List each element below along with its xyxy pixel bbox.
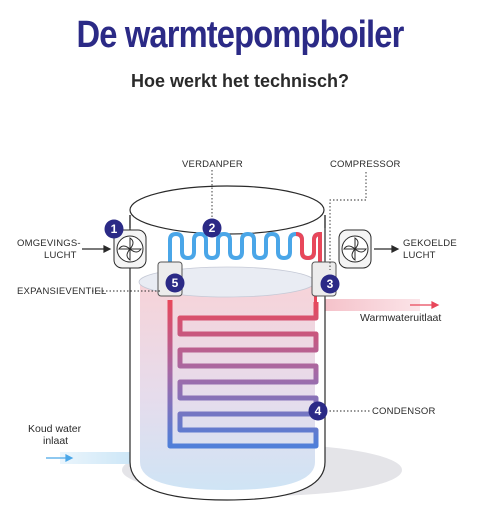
step-2-text: 2 xyxy=(209,221,216,235)
label-expansieventiel: EXPANSIEVENTIEL xyxy=(17,286,107,297)
step-4-text: 4 xyxy=(315,404,322,418)
label-gekoelde-1: GEKOELDE xyxy=(403,238,457,249)
label-verdanper: VERDANPER xyxy=(182,159,243,170)
right-fan-icon xyxy=(338,229,372,269)
step-3-text: 3 xyxy=(327,277,334,291)
hot-water-arrow xyxy=(410,301,440,309)
label-omgevingslucht-1: OMGEVINGS- xyxy=(17,238,81,249)
label-compressor: COMPRESSOR xyxy=(330,159,401,170)
left-fan-icon xyxy=(113,229,147,269)
label-gekoelde-2: LUCHT xyxy=(403,250,436,261)
label-warmwateruitlaat: Warmwateruitlaat xyxy=(360,312,442,324)
evaporator-hot-section xyxy=(295,231,322,262)
step-marker-1: 1 xyxy=(104,219,124,239)
compressor-leader xyxy=(329,172,367,270)
cold-water-arrow xyxy=(46,454,74,462)
label-omgevingslucht-2: LUCHT xyxy=(44,250,77,261)
label-condensor: CONDENSOR xyxy=(372,406,436,417)
tank-top xyxy=(129,185,325,235)
step-5-text: 5 xyxy=(172,276,179,290)
step-marker-5: 5 xyxy=(165,273,185,293)
step-1-text: 1 xyxy=(111,222,118,236)
hot-water-outlet-pipe xyxy=(300,299,420,311)
label-koud-water-2: inlaat xyxy=(43,435,69,447)
label-koud-water-1: Koud water xyxy=(28,423,82,435)
step-marker-4: 4 xyxy=(308,401,328,421)
condenser-coil xyxy=(167,300,319,449)
step-marker-2: 2 xyxy=(202,218,222,238)
page-title: De warmtepompboiler xyxy=(76,14,405,56)
page-subtitle: Hoe werkt het technisch? xyxy=(130,71,350,91)
step-marker-3: 3 xyxy=(320,274,340,294)
evaporator-coil xyxy=(168,232,322,262)
tank-water xyxy=(140,282,315,490)
